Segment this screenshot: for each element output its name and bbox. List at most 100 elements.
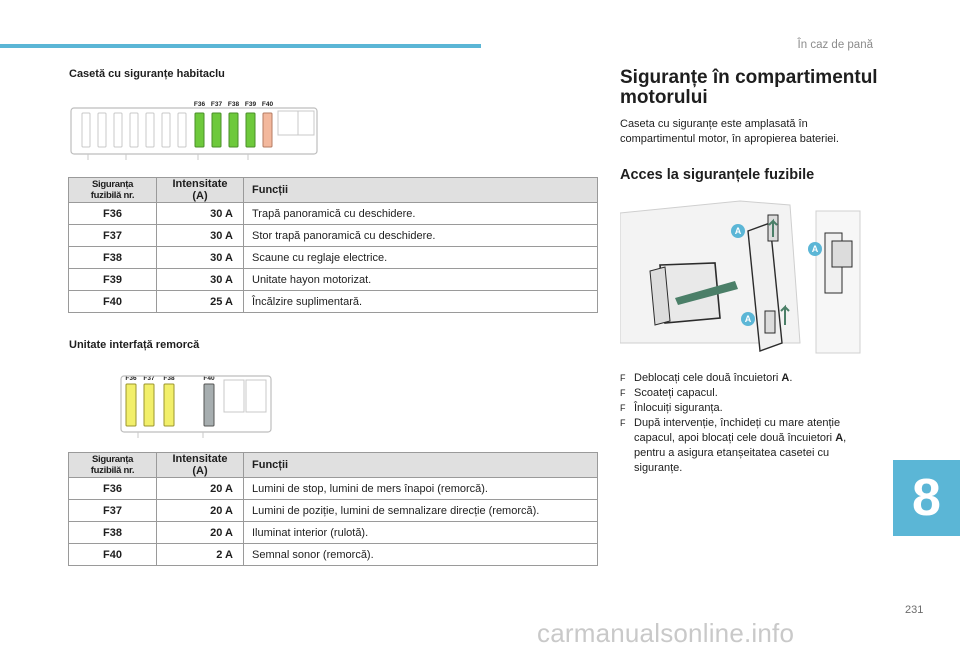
fuse-amperage: 30 A: [156, 202, 244, 225]
fuse-slot: [177, 112, 187, 148]
cabin-fuse-heading: Casetă cu siguranțe habitaclu: [69, 68, 225, 80]
col-header-functions: Funcții: [243, 452, 598, 478]
col-header-fuse: Siguranța fuzibilă nr.: [68, 177, 157, 203]
fuse-function: Încălzire suplimentară.: [243, 290, 598, 313]
fuse-amperage: 2 A: [156, 543, 244, 566]
fuse-slot: [81, 112, 91, 148]
step-text: Înlocuiți siguranța.: [634, 402, 723, 414]
step-after: .: [789, 372, 793, 384]
step-bold: A: [781, 372, 790, 384]
fuse-function: Trapă panoramică cu deschidere.: [243, 202, 598, 225]
fuse-access-steps: F Deblocați cele două încuietori A. F Sc…: [620, 371, 870, 476]
fuse-f37: [211, 112, 222, 148]
arrow-up-icon: [768, 218, 778, 237]
fuse-amperage: 25 A: [156, 290, 244, 313]
list-item: F După intervenție, închideți cu mare at…: [620, 416, 870, 476]
fuse-label: F38: [228, 101, 240, 108]
fuse-slot: [113, 112, 123, 148]
fuse-box-outline: [70, 107, 318, 155]
fuse-f38: [228, 112, 239, 148]
detail-lock: [831, 240, 853, 268]
lock-clip-bottom: [764, 310, 776, 334]
col-header-intensity: Intensitate (A): [156, 177, 244, 203]
arrow-up-icon: [780, 304, 790, 325]
fuse-f39: [245, 112, 256, 148]
relay-slot: [297, 110, 315, 136]
fuse-function: Scaune cu reglaje electrice.: [243, 246, 598, 269]
list-item: F Deblocați cele două încuietori A.: [620, 371, 870, 386]
fuse-number: F38: [68, 246, 157, 269]
fuse-amperage: 20 A: [156, 499, 244, 522]
page-number: 231: [905, 604, 924, 616]
step-text: Deblocați cele două încuietori: [634, 372, 782, 384]
pointer-arrow: [675, 281, 738, 305]
fuse-slot: [97, 112, 107, 148]
col-header-fuse: Siguranța fuzibilă nr.: [68, 452, 157, 478]
fuse-number: F38: [68, 521, 157, 544]
relay-slot: [223, 379, 245, 413]
fuse-f40: [203, 383, 215, 427]
fuse-access-subtitle: Acces la siguranțele fuzibile: [620, 167, 815, 183]
fuse-box-outline: [120, 375, 272, 433]
engine-fuse-box-photo: A A A: [620, 193, 863, 355]
fuse-f37: [143, 383, 155, 427]
fuse-label: F37: [143, 375, 155, 382]
step-text: După intervenție, închideți cu mare aten…: [634, 417, 841, 444]
fuse-amperage: 30 A: [156, 224, 244, 247]
step-after: , pentru a asigura etanșeitatea casetei …: [634, 432, 847, 474]
watermark: carmanualsonline.info: [537, 618, 795, 648]
section-header-title: În caz de pană: [797, 39, 873, 51]
fuse-function: Iluminat interior (rulotă).: [243, 521, 598, 544]
marker-a-label: A: [735, 226, 742, 236]
step-text: Scoateți capacul.: [634, 387, 718, 399]
fuse-label: F40: [203, 375, 215, 382]
fuse-number: F37: [68, 224, 157, 247]
fuse-number: F39: [68, 268, 157, 291]
fuse-label: F36: [194, 101, 206, 108]
relay-slot: [245, 379, 267, 413]
fuse-function: Lumini de stop, lumini de mers înapoi (r…: [243, 477, 598, 500]
bullet-icon: F: [620, 388, 626, 398]
fuse-number: F36: [68, 202, 157, 225]
fuse-label: F40: [262, 101, 274, 108]
fuse-function: Semnal sonor (remorcă).: [243, 543, 598, 566]
fuse-f36: [125, 383, 137, 427]
engine-fuses-title: Siguranțe în compartimentul motorului: [620, 67, 878, 108]
trailer-fuse-table: Siguranța fuzibilă nr. Intensitate (A) F…: [68, 452, 598, 566]
fuse-amperage: 30 A: [156, 268, 244, 291]
fuse-label: F36: [125, 375, 137, 382]
step-bold: A: [835, 432, 844, 444]
bullet-icon: F: [620, 403, 626, 413]
marker-a-badge: [808, 242, 822, 256]
fuse-slot: [161, 112, 171, 148]
fuse-slot: [145, 112, 155, 148]
fuse-amperage: 30 A: [156, 246, 244, 269]
list-item: F Scoateți capacul.: [620, 386, 870, 401]
fuse-amperage: 20 A: [156, 521, 244, 544]
chapter-number-tab: 8: [893, 460, 960, 536]
fuse-label: F37: [211, 101, 223, 108]
marker-a-badge: [741, 312, 755, 326]
marker-a-badge: [731, 224, 745, 238]
fuse-f40: [262, 112, 273, 148]
cabin-fuse-table: Siguranța fuzibilă nr. Intensitate (A) F…: [68, 177, 598, 313]
bullet-icon: F: [620, 373, 626, 383]
fuse-box-side: [649, 266, 671, 326]
fuse-f38: [163, 383, 175, 427]
bullet-icon: F: [620, 418, 626, 428]
fuse-number: F40: [68, 290, 157, 313]
fuse-function: Lumini de poziție, lumini de semnalizare…: [243, 499, 598, 522]
fuse-amperage: 20 A: [156, 477, 244, 500]
col-header-intensity: Intensitate (A): [156, 452, 244, 478]
